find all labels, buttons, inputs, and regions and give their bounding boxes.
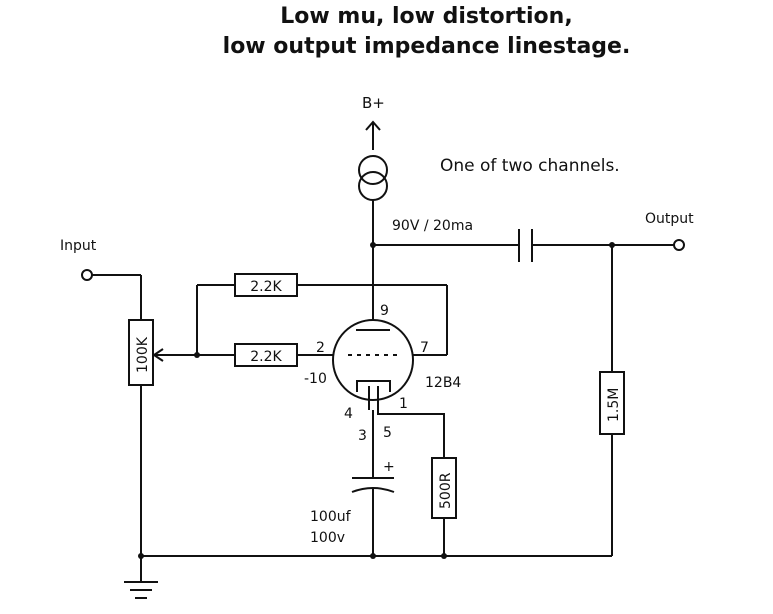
potentiometer-100k xyxy=(128,319,154,386)
current-source-symbol xyxy=(358,155,388,201)
resistor-1m5-label: 1.5M xyxy=(606,388,622,422)
operating-point-label: 90V / 20ma xyxy=(392,218,473,234)
pin-10-label: -10 xyxy=(304,371,327,387)
tube-12b4 xyxy=(332,319,414,410)
resistor-2k2-feedback-label: 2.2K xyxy=(250,279,282,295)
cap-value-label: 100uf xyxy=(310,509,352,525)
ground-symbol xyxy=(124,581,158,599)
cap-polarity-label: + xyxy=(383,459,395,475)
diagram-title-line2: low output impedance linestage. xyxy=(222,34,631,59)
pin-3-label: 3 xyxy=(358,428,367,444)
bplus-label: B+ xyxy=(362,94,385,112)
input-label: Input xyxy=(60,238,97,254)
coupling-capacitor xyxy=(518,229,533,262)
output-label: Output xyxy=(645,211,694,227)
resistor-2k2-grid-label: 2.2K xyxy=(250,349,282,365)
electrolytic-capacitor xyxy=(351,477,395,493)
junction-dot xyxy=(441,553,447,559)
cathode-wire xyxy=(377,410,445,458)
resistor-500r xyxy=(431,457,457,519)
channel-note: One of two channels. xyxy=(440,156,620,176)
wiper-arrow xyxy=(152,348,197,362)
pin-2-label: 2 xyxy=(316,340,325,356)
input-terminal xyxy=(81,269,93,281)
pin-4-label: 4 xyxy=(344,406,353,422)
diagram-title-line1: Low mu, low distortion, xyxy=(280,4,573,29)
pin-1-label: 1 xyxy=(399,396,408,412)
pin-9-label: 9 xyxy=(380,303,389,319)
bplus-arrow xyxy=(365,120,381,150)
pin-5-label: 5 xyxy=(383,425,392,441)
tube-type-label: 12B4 xyxy=(425,375,461,391)
cap-voltage-label: 100v xyxy=(310,530,345,546)
potentiometer-label: 100K xyxy=(135,336,151,373)
pin-7-label: 7 xyxy=(420,340,429,356)
resistor-500r-label: 500R xyxy=(438,472,454,509)
output-terminal xyxy=(673,239,685,251)
junction-dot xyxy=(370,553,376,559)
